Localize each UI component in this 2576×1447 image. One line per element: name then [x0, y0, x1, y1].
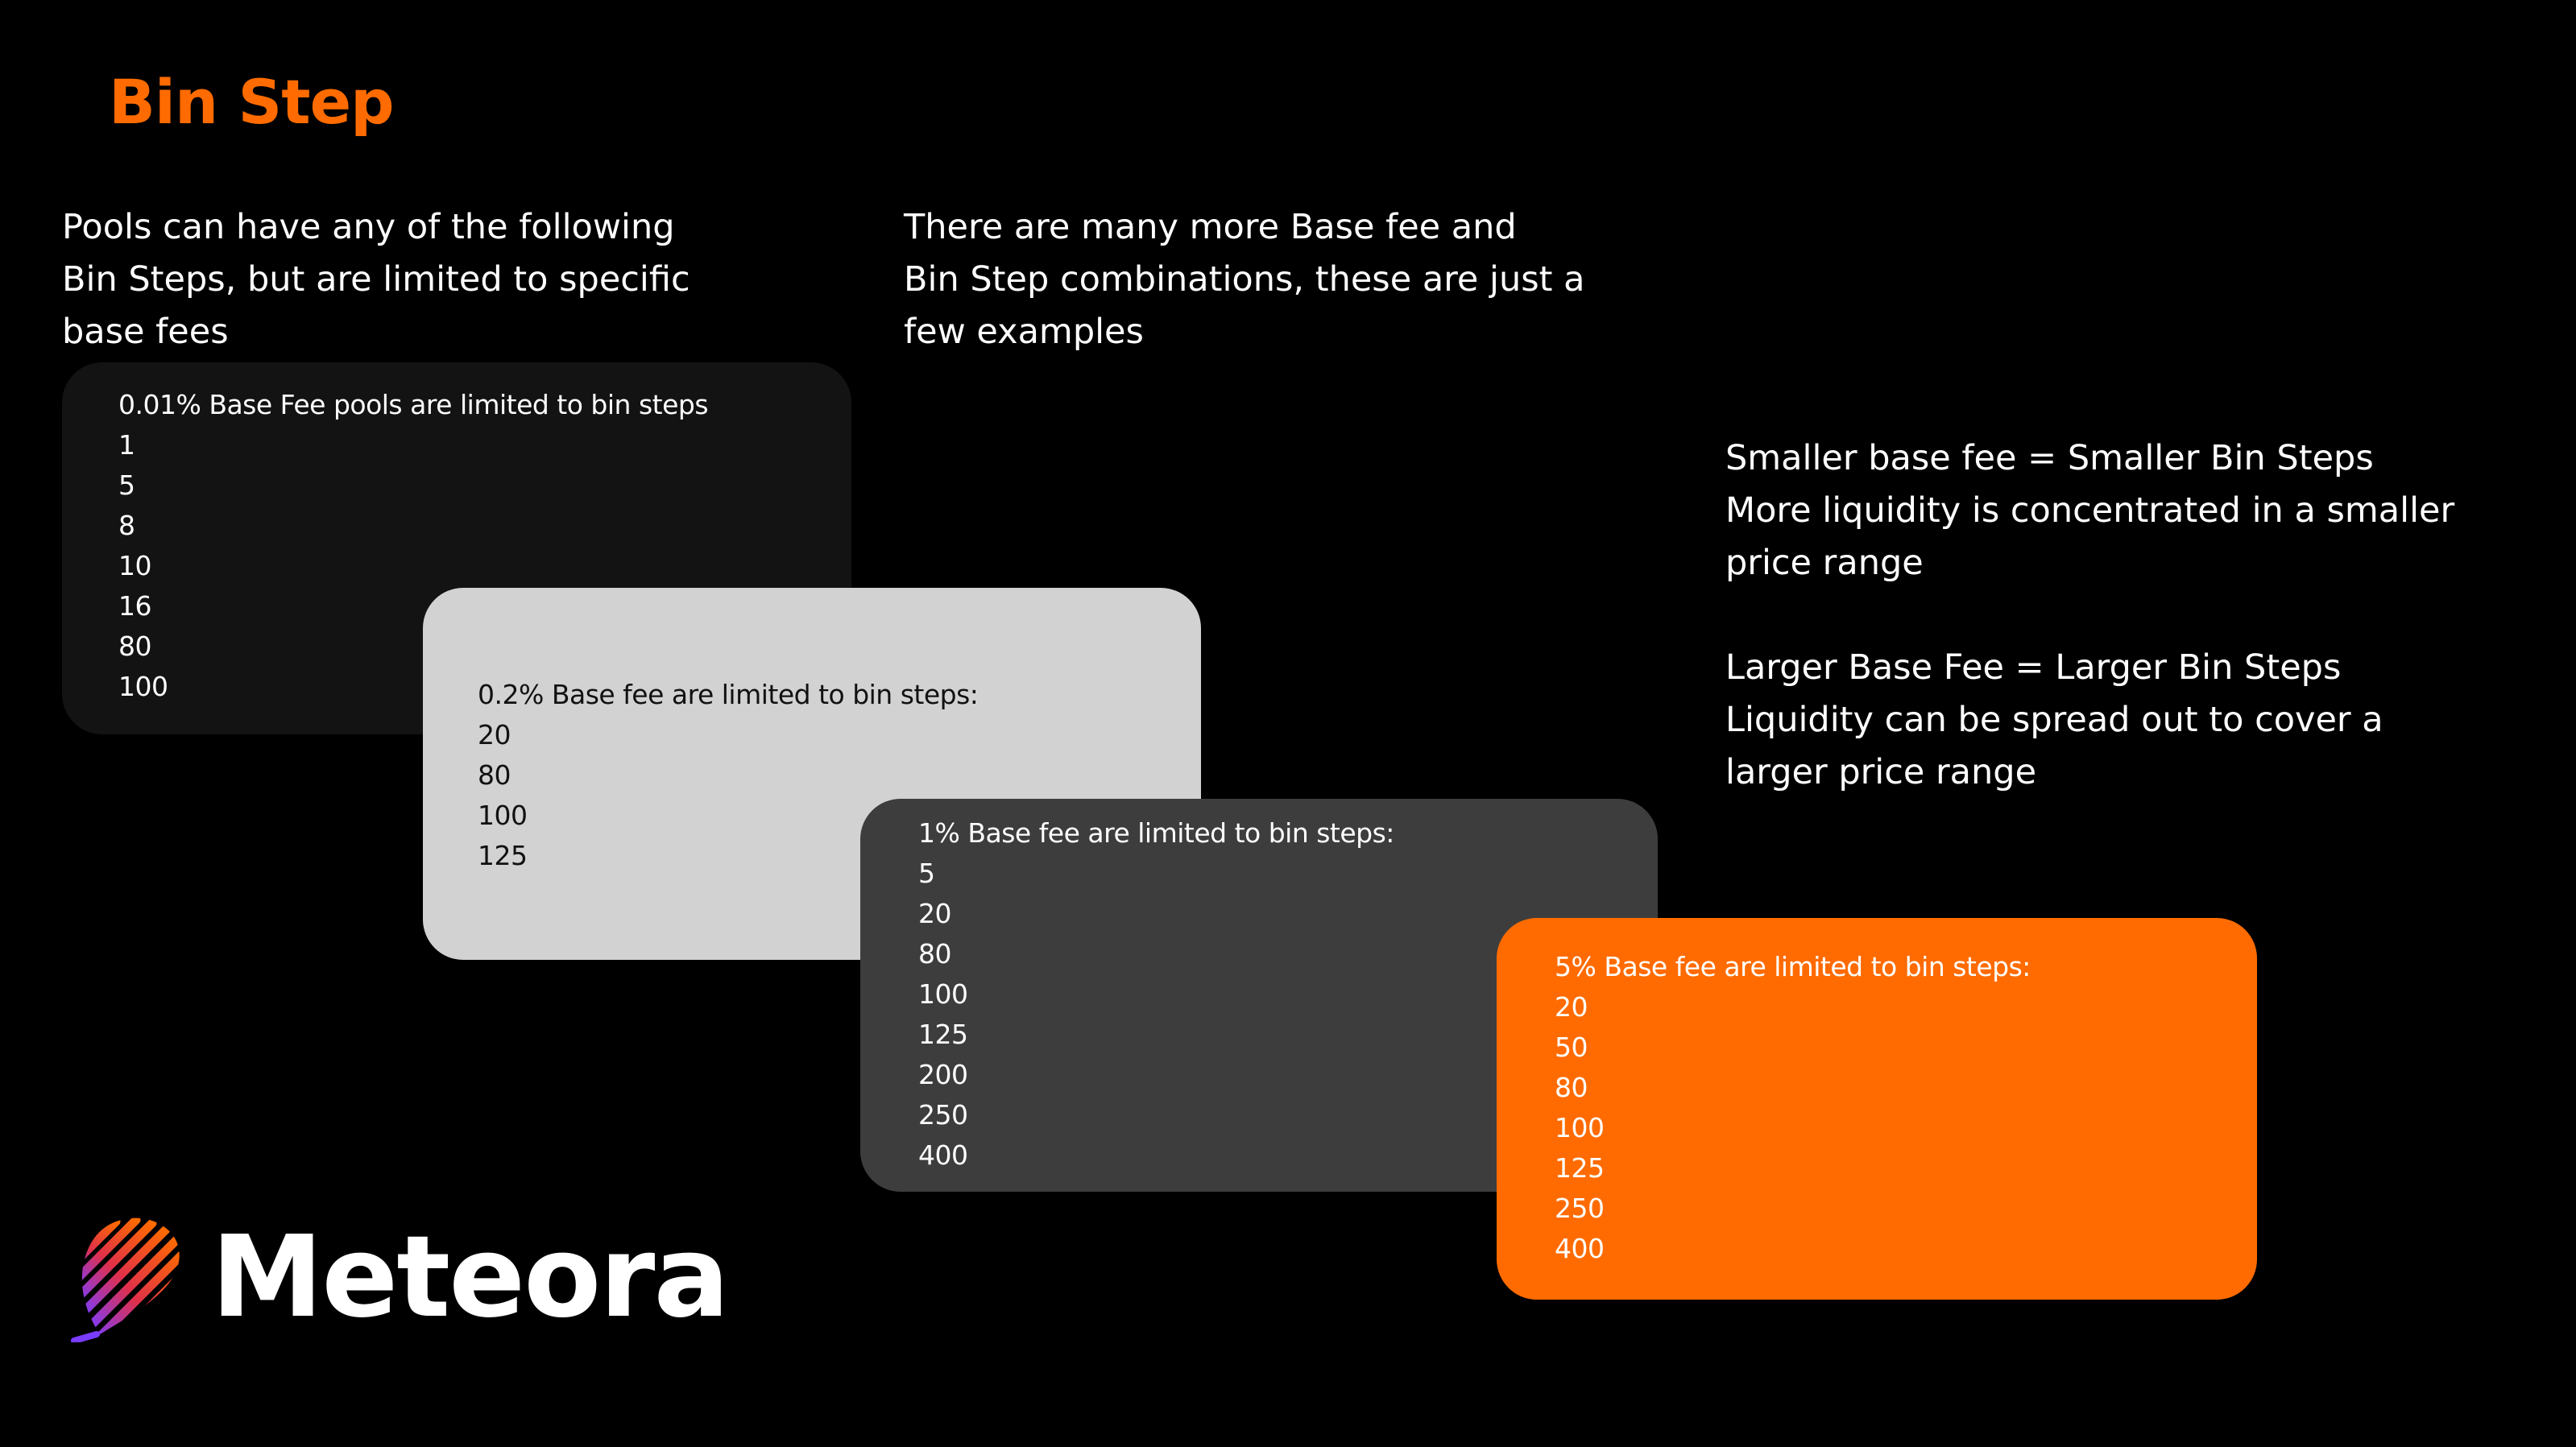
bin-step-value: 8	[118, 510, 135, 541]
bin-step-value: 5	[918, 858, 935, 889]
bin-step-value: 100	[1555, 1112, 1605, 1143]
intro-left-line: Pools can have any of the following	[62, 207, 675, 247]
fee-card-0-2: 0.2% Base fee are limited to bin steps: …	[423, 588, 1201, 960]
bin-step-value: 80	[118, 630, 152, 662]
card-heading: 0.01% Base Fee pools are limited to bin …	[118, 389, 709, 420]
notes-text: Smaller base fee = Smaller Bin Steps Mor…	[1725, 432, 2454, 799]
note-line: Smaller base fee = Smaller Bin Steps	[1725, 438, 2374, 478]
fee-card-5: 5% Base fee are limited to bin steps: 20…	[1497, 918, 2257, 1300]
bin-step-value: 50	[1555, 1032, 1588, 1063]
card-heading: 0.2% Base fee are limited to bin steps:	[478, 679, 979, 710]
bin-step-value: 80	[918, 938, 952, 969]
bin-step-value: 20	[478, 719, 511, 750]
bin-step-value: 80	[1555, 1072, 1588, 1103]
intro-left-line: Bin Steps, but are limited to specific	[62, 259, 690, 300]
intro-right-line: There are many more Base fee and	[904, 207, 1517, 247]
bin-step-value: 100	[478, 800, 528, 831]
card-heading: 5% Base fee are limited to bin steps:	[1555, 951, 2031, 982]
bin-step-value: 1	[118, 429, 135, 461]
bin-step-value: 125	[1555, 1152, 1605, 1184]
bin-step-value: 100	[118, 671, 168, 702]
note-line: Liquidity can be spread out to cover a	[1725, 700, 2383, 740]
bin-step-value: 16	[118, 590, 152, 622]
note-gap	[1725, 589, 2454, 642]
bin-step-value: 200	[918, 1059, 968, 1090]
bin-step-value: 5	[118, 469, 135, 501]
intro-right-text: There are many more Base fee and Bin Ste…	[904, 201, 1585, 358]
bin-step-value: 250	[1555, 1193, 1605, 1224]
bin-step-value: 125	[478, 840, 528, 871]
bin-step-value: 125	[918, 1019, 968, 1050]
bin-step-value: 80	[478, 759, 511, 791]
card-heading: 1% Base fee are limited to bin steps:	[918, 817, 1394, 849]
intro-left-text: Pools can have any of the following Bin …	[62, 201, 690, 358]
note-line: Larger Base Fee = Larger Bin Steps	[1725, 647, 2342, 688]
bin-step-value: 400	[918, 1139, 968, 1171]
note-line: More liquidity is concentrated in a smal…	[1725, 490, 2455, 531]
bin-step-value: 250	[918, 1099, 968, 1131]
meteora-logo-icon	[71, 1218, 180, 1342]
bin-step-value: 20	[1555, 991, 1588, 1023]
brand-name: Meteora	[211, 1212, 730, 1343]
intro-right-line: few examples	[904, 312, 1144, 352]
page-title: Bin Step	[109, 66, 395, 138]
note-line: larger price range	[1725, 752, 2037, 792]
brand-logo: Meteora	[68, 1212, 730, 1343]
bin-step-value: 20	[918, 898, 952, 929]
bin-step-value: 100	[918, 978, 968, 1010]
note-line: price range	[1725, 543, 1924, 583]
intro-right-line: Bin Step combinations, these are just a	[904, 259, 1585, 300]
intro-left-line: base fees	[62, 312, 229, 352]
bin-step-value: 10	[118, 550, 152, 581]
bin-step-value: 400	[1555, 1233, 1605, 1264]
